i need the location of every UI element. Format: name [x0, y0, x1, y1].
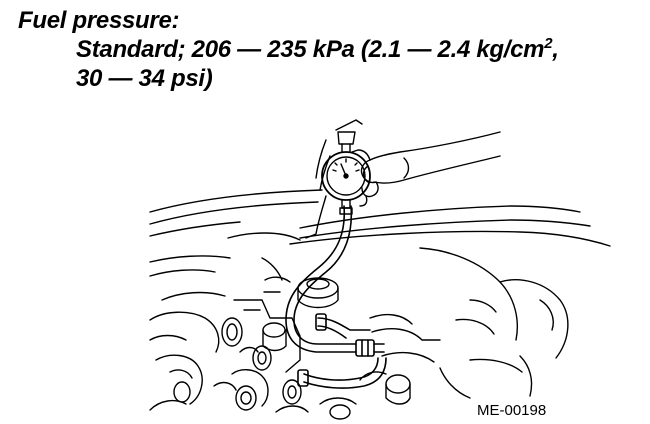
pressure-gauge-icon: [321, 131, 371, 215]
engine-bay-icon: [149, 189, 611, 420]
spec-standard-tail: ,: [552, 36, 559, 63]
hand-icon: [315, 119, 501, 207]
spec-standard-line: Standard; 206 — 235 kPa (2.1 — 2.4 kg/cm…: [18, 35, 638, 64]
fuel-hose-icon: [285, 205, 387, 389]
figure-code: ME-00198: [477, 402, 547, 419]
spec-unit-superscript: 2: [544, 35, 553, 52]
spec-psi-line: 30 — 34 psi): [76, 65, 213, 92]
spec-heading: Fuel pressure:: [18, 7, 180, 34]
spec-standard-value: Standard; 206 — 235 kPa (2.1 — 2.4 kg/cm: [76, 36, 545, 63]
tool-leader-line: [305, 195, 327, 239]
fuel-pressure-spec: Fuel pressure: Standard; 206 — 235 kPa (…: [18, 6, 638, 93]
